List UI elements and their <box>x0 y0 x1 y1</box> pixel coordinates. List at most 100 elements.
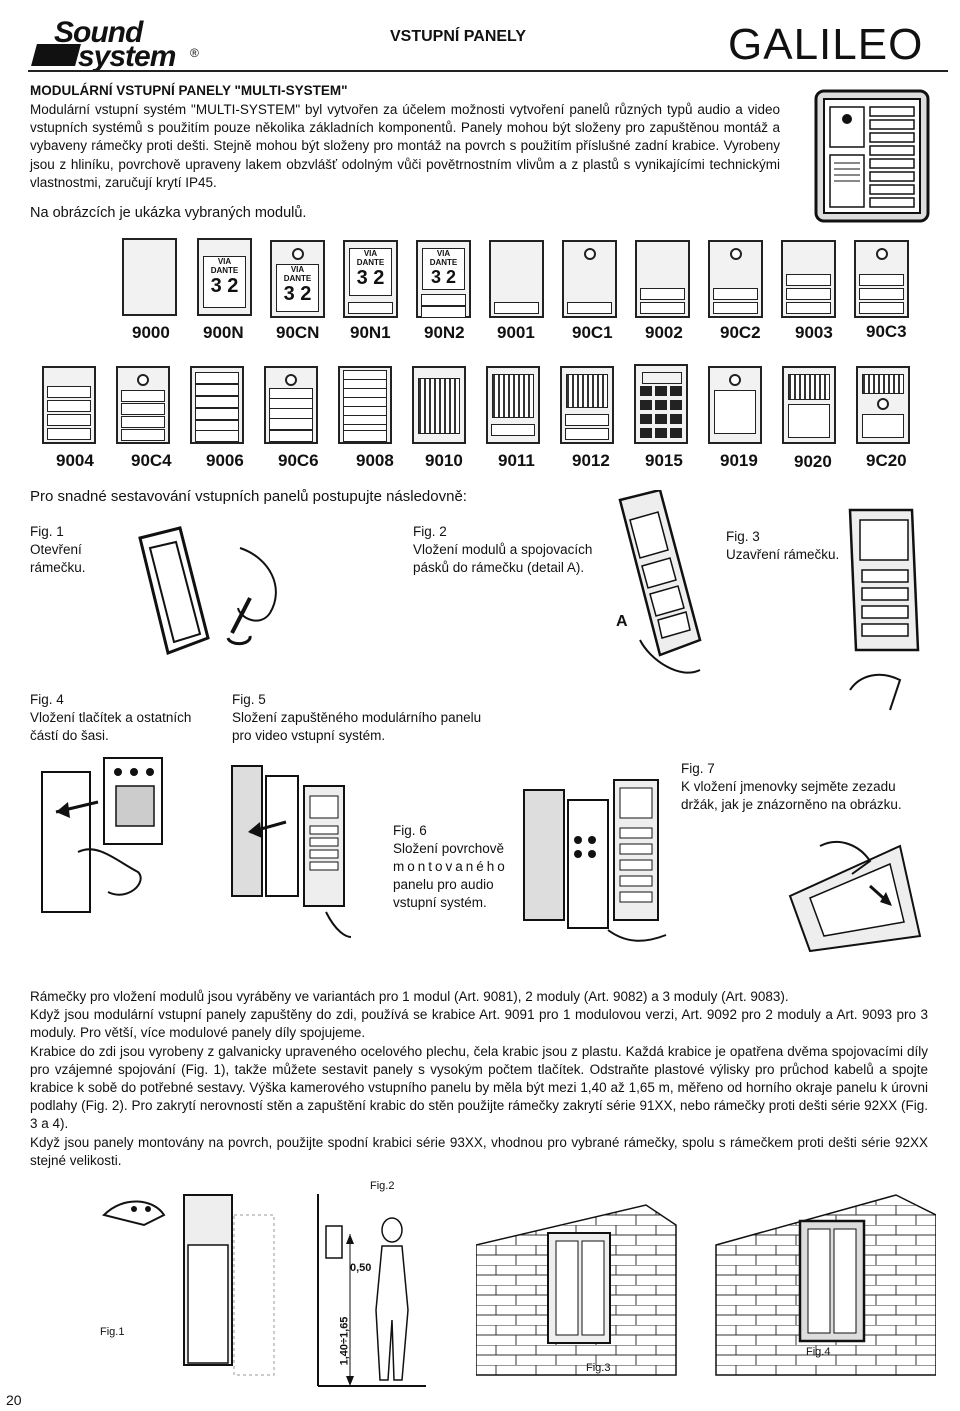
nameplate-street: VIA DANTE <box>356 249 385 267</box>
body-paragraph: Když jsou panely montovány na povrch, po… <box>30 1134 928 1168</box>
call-button <box>494 302 539 314</box>
call-button <box>47 414 91 426</box>
call-button <box>640 302 685 314</box>
bottom-fig3-label: Fig.3 <box>586 1362 611 1374</box>
call-button <box>195 372 239 384</box>
module-code: 90N1 <box>350 323 391 342</box>
nameplate-number: 3 2 <box>210 275 239 297</box>
body-paragraph: Krabice do zdi jsou vyrobeny z galvanick… <box>30 1043 928 1132</box>
module-90C2 <box>708 240 763 318</box>
light-icon <box>285 374 297 386</box>
call-button <box>121 390 165 402</box>
body-paragraph: Když jsou modulární vstupní panely zapuš… <box>30 1007 928 1041</box>
header-rule <box>28 70 948 72</box>
light-icon <box>137 374 149 386</box>
bottom-fig2-height-drawing <box>317 1194 426 1387</box>
dimension-top-label: 0,50 <box>350 1262 372 1274</box>
module-code: 9010 <box>425 451 463 470</box>
fig2-detail-label: A <box>616 613 628 630</box>
fig6-line2: montovaného <box>393 859 508 874</box>
info-window <box>788 404 830 438</box>
module-code: 9006 <box>206 451 244 470</box>
call-button <box>269 418 313 430</box>
call-button <box>786 288 831 300</box>
fig1-frame-drawing <box>138 526 277 655</box>
call-button <box>859 274 904 286</box>
fig6-line1: Složení povrchově <box>393 841 505 856</box>
logo-word-sound: Sound <box>54 16 143 49</box>
call-button <box>343 430 387 442</box>
fig7-line2: držák, jak je znázorněno na obrázku. <box>681 797 902 812</box>
registered-mark: ® <box>190 46 199 60</box>
sound-system-logo: Sound system ® <box>28 16 199 73</box>
module-9001 <box>489 240 544 318</box>
call-button <box>195 384 239 396</box>
module-90C3 <box>854 240 909 318</box>
module-9000 <box>122 238 177 316</box>
fig2-caption: Fig. 2 Vložení modulů a spojovacích pásk… <box>413 523 592 577</box>
galileo-brand-logo: GALILEO <box>728 20 924 69</box>
fig1-caption: Fig. 1 Otevření rámečku. <box>30 523 86 577</box>
info-window <box>714 390 756 434</box>
call-button <box>195 396 239 408</box>
body-text: Rámečky pro vložení modulů jsou vyráběny… <box>30 988 928 1170</box>
call-button <box>565 414 609 426</box>
fig4-line2: částí do šasi. <box>30 728 109 743</box>
call-button <box>786 302 831 314</box>
light-icon <box>583 248 596 260</box>
fig6-audio-panel-drawing <box>523 779 667 942</box>
module-9003 <box>781 240 836 318</box>
intro-heading: MODULÁRNÍ VSTUPNÍ PANELY "MULTI-SYSTEM" <box>30 83 348 98</box>
page-title: VSTUPNÍ PANELY <box>390 28 527 45</box>
call-button <box>121 403 165 415</box>
call-button <box>47 400 91 412</box>
module-90C6 <box>264 366 318 444</box>
module-code: 9011 <box>498 451 535 470</box>
bottom-fig3-fig4-wall-drawing <box>476 1194 936 1376</box>
module-code: 9C20 <box>866 451 907 470</box>
fig5-line2: pro video vstupní systém. <box>232 728 386 743</box>
fig7-caption: Fig. 7 K vložení jmenovky sejměte zezadu… <box>681 760 902 814</box>
speaker-grille <box>862 374 904 394</box>
module-code: 9019 <box>720 451 758 470</box>
info-window <box>862 414 904 438</box>
fig6-caption: Fig. 6 Složení povrchově montovaného pan… <box>393 822 508 912</box>
speaker-grille <box>492 374 534 418</box>
light-icon <box>875 248 888 260</box>
call-button <box>713 302 758 314</box>
module-code: 9001 <box>497 323 535 342</box>
call-button <box>859 288 904 300</box>
call-button <box>121 416 165 428</box>
bottom-fig1-boxes-drawing <box>102 1194 275 1376</box>
fig6-label: Fig. 6 <box>393 823 427 838</box>
module-code: 9000 <box>132 323 170 342</box>
call-button <box>195 408 239 420</box>
fig5-label: Fig. 5 <box>232 692 266 707</box>
assembled-panel-illustration <box>814 89 930 223</box>
module-code: 9008 <box>356 451 394 470</box>
fig5-caption: Fig. 5 Složení zapuštěného modulárního p… <box>232 691 481 745</box>
fig4-label: Fig. 4 <box>30 692 64 707</box>
fig7-nameplate-drawing <box>788 841 922 953</box>
light-icon <box>291 248 304 260</box>
call-button <box>491 424 535 436</box>
call-button <box>421 306 466 318</box>
module-code: 9020 <box>794 452 832 471</box>
instructions-heading: Pro snadné sestavování vstupních panelů … <box>30 488 467 505</box>
module-9C20 <box>856 366 910 444</box>
call-button <box>47 428 91 440</box>
module-9015-keypad <box>634 364 688 444</box>
light-icon <box>729 374 741 386</box>
fig5-line1: Složení zapuštěného modulárního panelu <box>232 710 482 725</box>
bottom-fig2-label: Fig.2 <box>370 1180 395 1192</box>
call-button <box>421 294 466 306</box>
fig1-line1: Otevření <box>30 542 82 557</box>
fig5-video-panel-drawing <box>231 765 352 938</box>
fig2-line1: Vložení modulů a spojovacích <box>413 542 593 557</box>
body-paragraph: Rámečky pro vložení modulů jsou vyráběny… <box>30 989 789 1004</box>
